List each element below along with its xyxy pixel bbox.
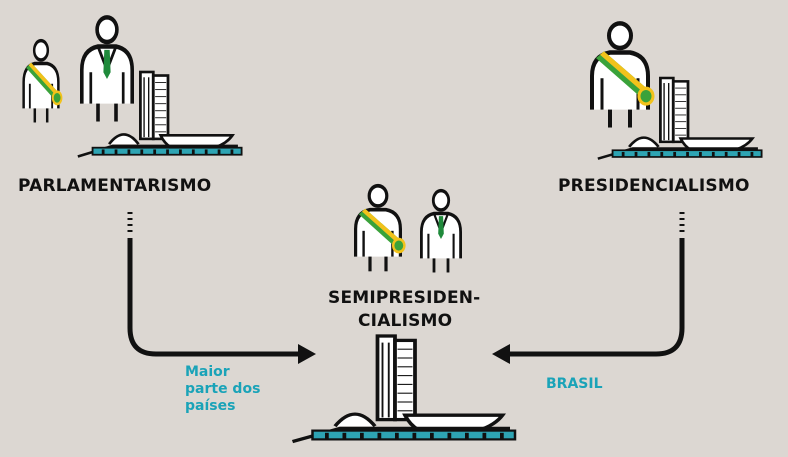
prime-minister-figure-icon [419, 188, 463, 275]
label-presidencialismo: PRESIDENCIALISMO [558, 176, 750, 196]
left-arrow [127, 212, 316, 364]
president-figure-icon [353, 183, 407, 274]
president-figure-icon [21, 38, 64, 125]
arrow-icon [298, 344, 316, 364]
annotation-left-line2: parte dos [185, 381, 261, 397]
congress-building-icon [290, 334, 517, 444]
label-semi-line2: CIALISMO [358, 311, 453, 331]
label-semi-line1: SEMIPRESIDEN- [328, 288, 481, 308]
arrow-icon [492, 344, 510, 364]
prime-minister-figure-icon [82, 17, 132, 121]
presidencialismo-group [592, 23, 763, 161]
parlamentarismo-group [21, 17, 243, 158]
annotation-left-line1: Maior [185, 364, 230, 380]
annotation-brasil: BRASIL [546, 376, 603, 392]
president-figure-icon [592, 23, 653, 127]
right-arrow [492, 212, 685, 364]
annotation-left-line3: países [185, 398, 236, 414]
label-parlamentarismo: PARLAMENTARISMO [18, 176, 212, 196]
